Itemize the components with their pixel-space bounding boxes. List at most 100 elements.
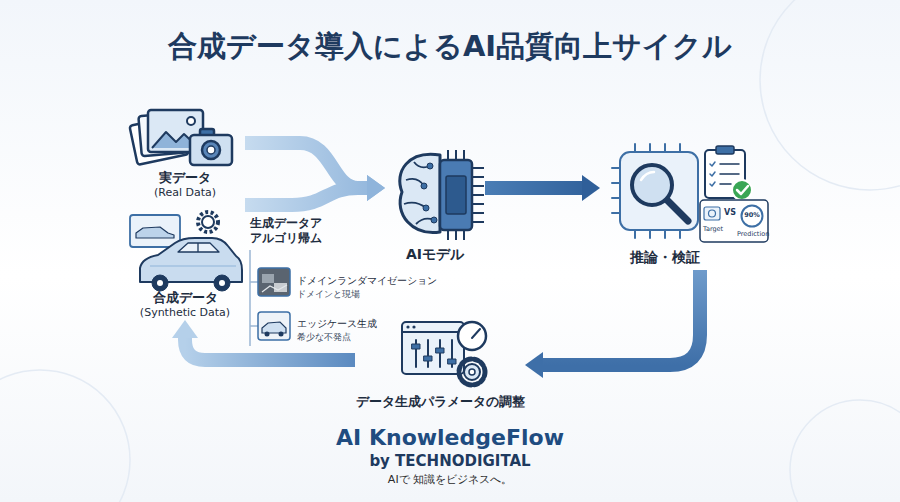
inspection-icon-part-part — [679, 230, 681, 238]
inspection-icon-part-part — [649, 230, 651, 238]
checklist-icon-part — [732, 180, 752, 200]
flow-arrow-band — [245, 143, 368, 188]
brain-chip-icon-part — [400, 154, 440, 232]
edge-case-thumbnail-part — [279, 332, 284, 337]
photo-camera-icon-part — [207, 146, 215, 154]
parameter-icon-part — [464, 364, 480, 380]
edge-label: 生成データア アルゴリ帰ム — [250, 216, 334, 246]
flow-arrow-band — [542, 270, 700, 365]
inspection-icon — [612, 144, 698, 238]
brain-chip-icon-part-part — [455, 230, 457, 240]
parameter-icon-part — [412, 344, 420, 349]
brain-chip-icon-part-part — [472, 203, 484, 205]
parameter-icon-part — [458, 322, 486, 350]
domain-thumbnail — [258, 268, 290, 296]
brain-chip-icon-part-part — [463, 150, 465, 160]
flow-arrow-band — [245, 188, 368, 205]
brain-chip-icon-part — [423, 205, 429, 211]
synthetic-car-icon-part — [136, 227, 174, 238]
flow-arrow-band — [485, 181, 583, 195]
inspection-icon-part-part — [634, 144, 636, 152]
process-node: データ生成パラメータの調整 — [355, 318, 525, 410]
brain-chip-icon-part — [421, 183, 427, 189]
synthetic-car-icon-part — [197, 243, 198, 252]
inspection-icon-part-part — [664, 144, 666, 152]
parameter-icon — [402, 322, 486, 385]
process-node: AIモデル — [385, 148, 485, 263]
inspection-icon-part-part — [612, 182, 620, 184]
checklist-icon-part — [716, 146, 734, 154]
parameter-icon-part — [402, 331, 464, 333]
brain-chip-icon-part-part — [447, 150, 449, 160]
checklist-icon-part — [720, 163, 739, 165]
inspection-icon-part — [620, 152, 698, 230]
brain-chip-icon-part-part — [472, 194, 484, 196]
edge-case-thumbnail-part — [262, 322, 286, 333]
inspection-icon-part-part — [612, 212, 620, 214]
background-rings-part — [760, 0, 900, 190]
synthetic-car-icon-part — [178, 243, 219, 252]
node-subtitle: (Synthetic Data) — [140, 306, 230, 320]
synthetic-car-icon-part — [202, 216, 214, 228]
node-title: 合成データ — [153, 289, 218, 306]
parameter-icon-part — [469, 369, 475, 375]
method-bracket-part — [249, 250, 251, 346]
text-label: by TECHNODIGITAL — [0, 451, 900, 471]
synthetic-car-icon-part — [157, 280, 163, 286]
brain-chip-icon-part — [440, 160, 472, 230]
brain-chip-icon-part-part — [455, 150, 457, 160]
method-bracket — [250, 250, 258, 346]
comparison-card-part — [704, 207, 720, 220]
text-label: ドメインと現場 — [297, 288, 360, 300]
domain-thumbnail-part — [274, 283, 287, 292]
parameter-icon-part — [472, 329, 480, 338]
photo-camera-icon-part — [202, 141, 220, 159]
brain-chip-icon-part — [431, 217, 437, 223]
arrow-head — [367, 175, 385, 201]
arrow-head — [582, 175, 600, 201]
brain-chip-icon-part — [427, 163, 433, 169]
parameter-icon-part-part — [427, 340, 429, 367]
method-bracket-part — [250, 281, 258, 283]
background-rings-part — [0, 370, 130, 502]
domain-thumbnail-part — [258, 268, 290, 296]
brain-chip-icon-part-part — [472, 167, 484, 169]
text-label: エッジケース生成 — [297, 318, 377, 330]
text-label: Prediction — [737, 230, 769, 238]
checklist-icon-part — [720, 173, 739, 175]
text-label: VS — [724, 208, 736, 218]
text-label: AI KnowledgeFlow — [0, 423, 900, 452]
inspection-icon-part — [641, 172, 654, 180]
brain-chip-icon-part-part — [472, 185, 484, 187]
domain-thumbnail-part — [262, 274, 274, 283]
brain-chip-icon-part — [446, 176, 466, 214]
brain-chip-icon — [400, 150, 484, 240]
method-bracket-part — [250, 325, 258, 327]
text-label: AIで 知識をビジネスへ。 — [0, 473, 900, 487]
inspection-icon-part — [666, 199, 688, 221]
flow-arrow — [525, 270, 700, 378]
arrow-head — [172, 320, 198, 338]
process-node: 推論・検証 — [600, 145, 730, 270]
synthetic-car-icon-part — [219, 280, 225, 286]
domain-thumbnail-part — [262, 285, 287, 292]
synthetic-car-icon-part — [130, 215, 180, 247]
parameter-icon-part — [406, 325, 409, 328]
edge-case-thumbnail — [258, 312, 290, 340]
checklist-icon-part — [710, 162, 715, 186]
brain-chip-icon-part-part — [463, 230, 465, 240]
parameter-icon-part — [412, 325, 415, 328]
process-node: 合成データ(Synthetic Data) — [125, 200, 245, 320]
synthetic-car-icon-part — [198, 212, 218, 232]
text-label: Target — [703, 225, 723, 233]
edge-case-thumbnail-part — [258, 312, 290, 340]
inspection-icon-part-part — [664, 230, 666, 238]
text-label: 希少な不発点 — [297, 331, 351, 343]
text-label: 90% — [740, 211, 764, 219]
checklist-icon — [705, 146, 752, 200]
parameter-icon-part — [424, 356, 432, 361]
flow-arrow — [485, 175, 600, 201]
inspection-icon-part-part — [634, 230, 636, 238]
node-title: AIモデル — [406, 245, 464, 263]
